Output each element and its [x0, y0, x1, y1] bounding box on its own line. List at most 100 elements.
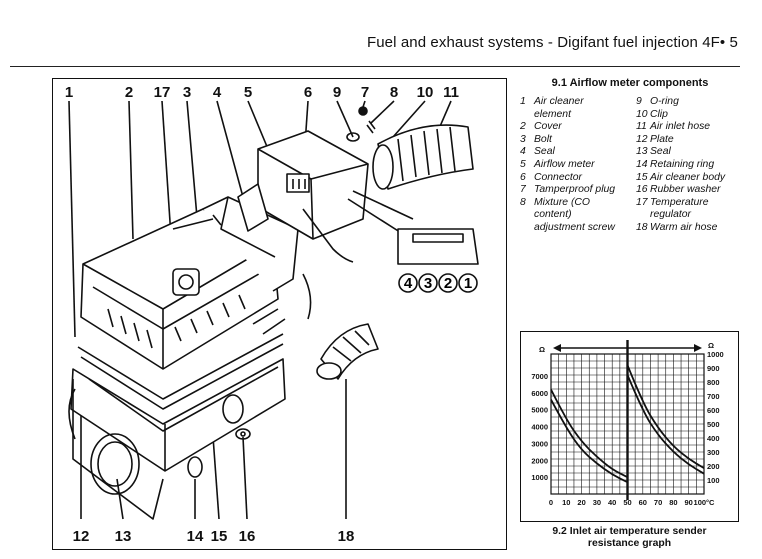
legend-item-text: Connector	[534, 171, 582, 183]
left-y-tick-label: 3000	[531, 439, 548, 448]
legend-item-text: Clip	[650, 108, 668, 120]
legend-item-text: Air cleaner body	[650, 171, 726, 183]
legend-item-number: 16	[636, 184, 648, 196]
x-tick-label: 80	[669, 498, 677, 507]
legend-item: 1 Air cleaner	[520, 96, 638, 109]
legend-item-text: content)	[534, 209, 572, 221]
legend-item: 6 Connector	[520, 172, 638, 185]
legend-item-number: 9	[636, 96, 642, 107]
right-y-tick-label: 900	[707, 364, 720, 373]
connector-pin-labels: 4 3 2 1	[398, 273, 478, 293]
x-tick-label: 70	[654, 498, 662, 507]
left-y-tick-label: 1000	[531, 473, 548, 482]
legend-item-text: Cover	[534, 121, 562, 133]
legend-item-number: 12	[636, 133, 648, 145]
callout-15: 15	[211, 528, 228, 545]
callout-6: 6	[304, 84, 312, 101]
callout-14: 14	[187, 528, 204, 545]
callout-16: 16	[239, 528, 256, 545]
callout-7: 7	[361, 84, 369, 101]
legend-item: regulator	[636, 209, 756, 222]
figure-9-2-caption-line1: 9.2 Inlet air temperature sender	[552, 526, 707, 537]
callout-9: 9	[333, 84, 341, 101]
x-tick-label: 90	[685, 498, 693, 507]
legend-item-text: Bolt	[534, 133, 552, 145]
airflow-meter-exploded-drawing: 4 3 2 1 1 2 17 3 4 5 6 9 7 8 10 11 12 13…	[52, 78, 507, 550]
legend-item-text: Air inlet hose	[650, 121, 711, 133]
legend-item-number: 6	[520, 171, 526, 183]
callout-17: 17	[154, 84, 171, 101]
legend-item-number: 10	[636, 108, 648, 120]
figure-9-2-caption-line2: resistance graph	[587, 538, 672, 549]
legend-item: 5 Airflow meter	[520, 159, 638, 172]
legend-item-number	[520, 109, 534, 122]
left-y-tick-label: 4000	[531, 423, 548, 432]
right-y-tick-label: 700	[707, 392, 720, 401]
callout-10: 10	[417, 84, 434, 101]
legend-item-number: 11	[636, 121, 647, 133]
callout-13: 13	[115, 528, 132, 545]
connector-pin-3: 3	[424, 275, 432, 292]
series-curve-2	[550, 399, 628, 484]
callout-18: 18	[338, 528, 355, 545]
figure-9-1-caption: 9.1 Airflow meter components	[551, 77, 709, 89]
callout-5: 5	[244, 84, 252, 101]
legend-item-number	[636, 209, 650, 222]
legend-item-text: Rubber washer	[650, 184, 721, 196]
header-rule	[10, 66, 740, 67]
callout-11: 11	[443, 84, 459, 101]
series-curve-4	[626, 374, 705, 475]
right-y-tick-label: 800	[707, 378, 720, 387]
callout-3: 3	[183, 84, 191, 101]
callout-12: 12	[73, 528, 90, 545]
right-y-tick-label: 100	[707, 476, 720, 485]
x-tick-label: 10	[562, 498, 570, 507]
legend-item-text: Warm air hose	[650, 221, 718, 233]
legend-item: content)	[520, 209, 638, 222]
legend-item-number: 18	[636, 221, 648, 233]
x-tick-label: 50	[623, 498, 631, 507]
arrow-head-left	[553, 344, 561, 352]
legend-item: 2 Cover	[520, 121, 638, 134]
connector-pin-4: 4	[404, 275, 413, 292]
legend-item-text: O-ring	[650, 96, 679, 107]
left-axis-unit: Ω	[539, 345, 545, 354]
callout-2: 2	[125, 84, 133, 101]
legend-item-text: Retaining ring	[650, 158, 715, 170]
legend-item-text: Airflow meter	[534, 158, 595, 170]
legend-item-number: 15	[636, 171, 648, 183]
legend-item-number: 2	[520, 121, 526, 133]
legend-item-text: regulator	[650, 209, 692, 221]
x-tick-label: 40	[608, 498, 616, 507]
legend-item-text: Temperature	[650, 196, 709, 208]
left-y-tick-label: 6000	[531, 389, 548, 398]
legend-item-number: 17	[636, 196, 648, 208]
legend-item-number: 13	[636, 146, 648, 158]
legend-item-text: Mixture (CO	[534, 196, 590, 208]
connector-pin-1: 1	[464, 275, 472, 292]
left-y-tick-label: 7000	[531, 372, 548, 381]
legend-item-number: 1	[520, 96, 526, 107]
legend-item-text: Tamperproof plug	[534, 184, 616, 196]
legend-item-text: Air cleaner	[534, 96, 584, 107]
legend-item-text: element	[534, 108, 571, 120]
legend-item-number: 5	[520, 158, 526, 170]
left-y-tick-label: 2000	[531, 456, 548, 465]
series-curve-3	[626, 364, 705, 469]
legend-item-number	[520, 222, 534, 235]
right-y-tick-label: 1000	[707, 350, 724, 359]
